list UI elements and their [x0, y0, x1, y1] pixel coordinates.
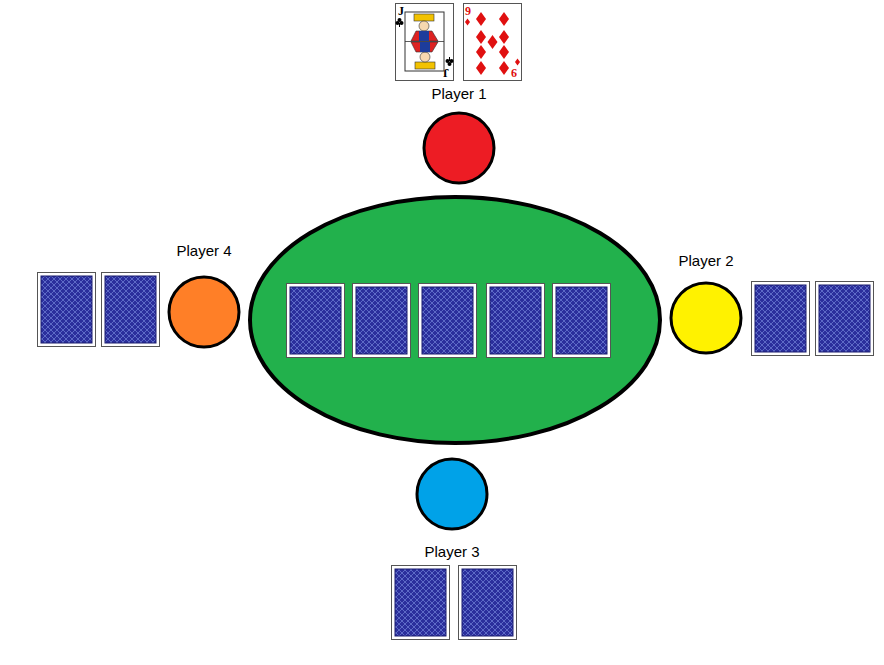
card-rank: J: [443, 67, 449, 79]
seat-circle: [422, 111, 496, 185]
seat-circle: [669, 281, 743, 355]
card-back: [487, 284, 545, 358]
player-seat: Player 1: [422, 111, 496, 185]
card-rank: 9: [511, 67, 517, 79]
card-rank: 9: [465, 5, 471, 17]
jack-of-clubs-card: [396, 4, 454, 81]
player-name: Player 1: [431, 85, 486, 102]
card-back: [459, 566, 517, 640]
seat-circle: [415, 457, 489, 531]
card-rank: J: [398, 5, 404, 17]
card-back: [816, 282, 874, 356]
player-name: Player 2: [678, 252, 733, 269]
card-back: [553, 284, 611, 358]
card-back: [287, 284, 345, 358]
player-seat: Player 4: [167, 275, 241, 349]
seat-circle: [167, 275, 241, 349]
player-name: Player 3: [424, 543, 479, 560]
card-back: [392, 566, 450, 640]
card-back: [419, 284, 477, 358]
player-seat: Player 3: [415, 457, 489, 531]
table: [250, 197, 660, 443]
card-back: [38, 273, 96, 347]
card-back: [353, 284, 411, 358]
player-name: Player 4: [176, 242, 231, 259]
player-seat: Player 2: [669, 281, 743, 355]
nine-of-diamonds-card: [464, 4, 522, 81]
card-back: [102, 273, 160, 347]
card-back: [752, 282, 810, 356]
